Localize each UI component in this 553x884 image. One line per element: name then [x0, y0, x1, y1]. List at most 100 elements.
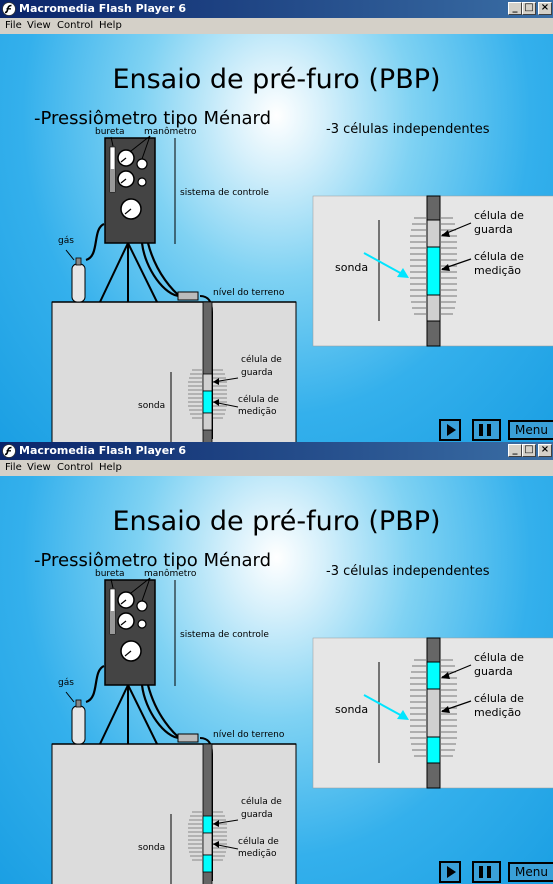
large-measure-cell [426, 246, 441, 296]
flash-stage: Ensaio de pré-furo (PBP) -Pressiômetro t… [0, 34, 553, 442]
slide-subtitle: -Pressiômetro tipo Ménard [34, 108, 272, 129]
tripod-leg [127, 242, 158, 303]
ground-block [51, 301, 297, 442]
menu-control[interactable]: Control [57, 20, 94, 31]
tripod-leg [99, 242, 129, 303]
play-button[interactable] [440, 862, 460, 882]
menu-file[interactable]: File [5, 462, 22, 473]
title-bar: Macromedia Flash Player 6 _ □ × [0, 0, 553, 18]
maximize-button[interactable]: □ [522, 2, 536, 15]
play-icon [447, 424, 456, 436]
slide-note: -3 células independentes [326, 564, 490, 579]
gauge-3 [136, 158, 148, 170]
close-button[interactable]: × [538, 2, 552, 15]
gas-hose [85, 664, 105, 704]
label-celula-medicao-small-2: medição [238, 849, 277, 859]
pressure-arrow [363, 252, 405, 276]
label-sonda-large: sonda [335, 261, 369, 274]
label-nivel-terreno: nível do terreno [213, 288, 285, 298]
small-measure-cell [202, 832, 213, 856]
flash-logo-icon [2, 444, 16, 458]
label-celula-guarda-large-1: célula de [474, 209, 524, 222]
window-title: Macromedia Flash Player 6 [19, 2, 187, 15]
label-celula-medicao-small-1: célula de [238, 837, 279, 847]
menu-bar: File View Control Help [0, 18, 553, 34]
wellhead [177, 291, 199, 301]
close-button[interactable]: × [538, 444, 552, 457]
large-guard-cell-top [426, 661, 441, 690]
label-celula-medicao-large-1: célula de [474, 250, 524, 263]
small-guard-cell-top [202, 373, 213, 392]
tripod-leg [99, 684, 129, 745]
label-celula-guarda-small-2: guarda [241, 810, 273, 820]
slide-title: Ensaio de pré-furo (PBP) [112, 506, 441, 537]
label-bureta: bureta [95, 569, 125, 579]
borehole-rod [202, 743, 213, 884]
menu-view[interactable]: View [27, 20, 51, 31]
menu-button[interactable]: Menu [508, 420, 553, 440]
gauge-3 [136, 600, 148, 612]
flash-window-frame-1: Macromedia Flash Player 6 _ □ × File Vie… [0, 0, 553, 442]
label-celula-guarda-small-2: guarda [241, 368, 273, 378]
minimize-button[interactable]: _ [508, 444, 522, 457]
menu-file[interactable]: File [5, 20, 22, 31]
minimize-button[interactable]: _ [508, 2, 522, 15]
label-sistema-controle: sistema de controle [180, 630, 269, 640]
small-measure-cell [202, 390, 213, 414]
label-celula-guarda-large-1: célula de [474, 651, 524, 664]
pressure-arrow [363, 694, 405, 718]
ground-block [51, 743, 297, 884]
label-celula-guarda-large-2: guarda [474, 223, 513, 236]
label-gas: gás [58, 678, 74, 688]
slide-subtitle: -Pressiômetro tipo Ménard [34, 550, 272, 571]
label-nivel-terreno: nível do terreno [213, 730, 285, 740]
soil-hatching-small [188, 369, 227, 419]
gauge-4 [137, 177, 147, 187]
large-guard-cell-top [426, 219, 441, 248]
borehole-rod [202, 301, 213, 442]
soil-hatching-large [410, 659, 457, 757]
label-celula-guarda-small-1: célula de [241, 797, 282, 807]
hose [140, 684, 181, 740]
soil-hatching-small [188, 811, 227, 861]
tripod-leg [127, 684, 158, 745]
title-bar: Macromedia Flash Player 6 _ □ × [0, 442, 553, 460]
pause-button[interactable] [473, 420, 500, 440]
menu-view[interactable]: View [27, 462, 51, 473]
pause-button[interactable] [473, 862, 500, 882]
small-guard-cell-bottom [202, 854, 213, 873]
diagram [51, 577, 553, 884]
window-title: Macromedia Flash Player 6 [19, 444, 187, 457]
label-manometro: manômetro [144, 127, 197, 137]
menu-help[interactable]: Help [99, 20, 122, 31]
label-celula-medicao-small-1: célula de [238, 395, 279, 405]
label-celula-medicao-large-2: medição [474, 264, 522, 277]
pause-icon [479, 424, 483, 436]
diagram [51, 135, 553, 442]
pause-icon [479, 866, 483, 878]
small-guard-cell-bottom [202, 412, 213, 431]
label-sonda-small: sonda [138, 843, 166, 853]
wellhead [177, 733, 199, 743]
label-sistema-controle: sistema de controle [180, 188, 269, 198]
slide-note: -3 células independentes [326, 122, 490, 137]
label-sonda-large: sonda [335, 703, 369, 716]
label-celula-medicao-small-2: medição [238, 407, 277, 417]
menu-control[interactable]: Control [57, 462, 94, 473]
flash-logo-icon [2, 2, 16, 16]
maximize-button[interactable]: □ [522, 444, 536, 457]
bureta-fill [110, 611, 115, 634]
large-guard-cell-bottom [426, 294, 441, 322]
label-celula-medicao-large-1: célula de [474, 692, 524, 705]
soil-hatching-large [410, 217, 457, 315]
bureta-fill [110, 169, 115, 192]
play-button[interactable] [440, 420, 460, 440]
gas-bottle [71, 263, 86, 303]
hose [140, 242, 181, 298]
menu-help[interactable]: Help [99, 462, 122, 473]
menu-button[interactable]: Menu [508, 862, 553, 882]
label-celula-guarda-large-2: guarda [474, 665, 513, 678]
flash-stage: Ensaio de pré-furo (PBP) -Pressiômetro t… [0, 476, 553, 884]
play-icon [447, 866, 456, 878]
small-guard-cell-top [202, 815, 213, 834]
